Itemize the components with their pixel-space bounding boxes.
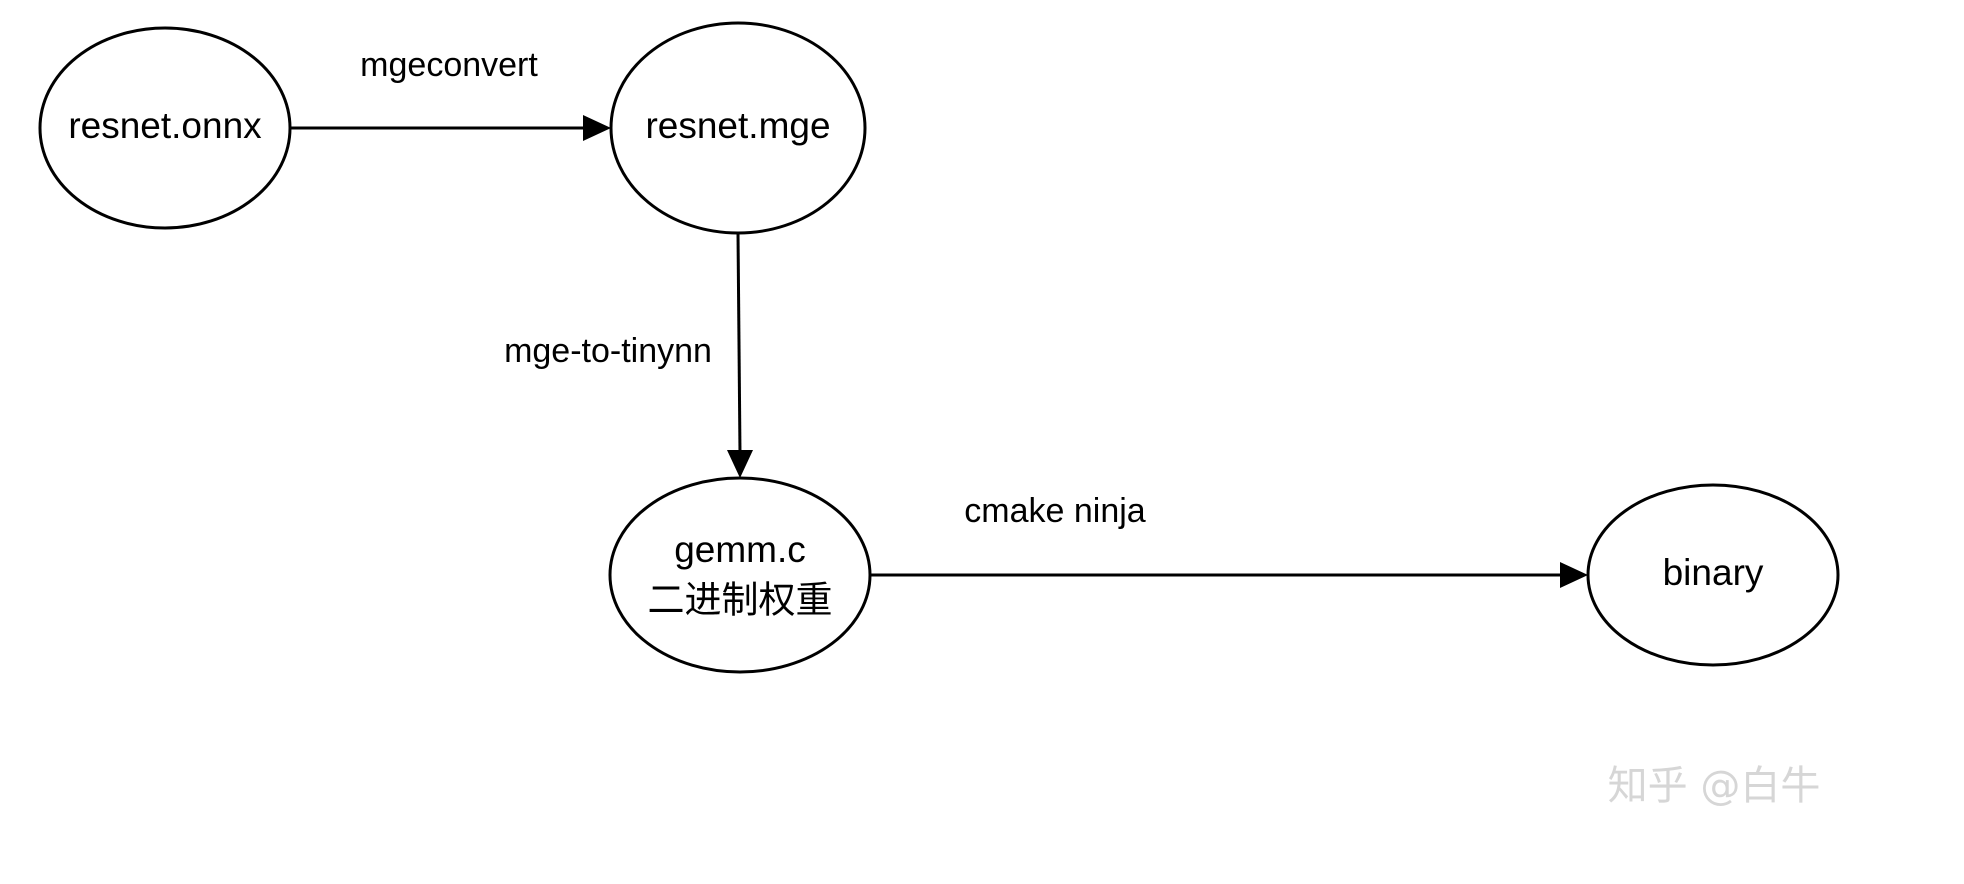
edge-mgeconvert-arrowhead xyxy=(583,115,611,141)
node-resnet-onnx-shape[interactable] xyxy=(38,26,292,230)
edge-mge-to-tinynn-line xyxy=(736,232,742,455)
edge-label-cmake-ninja: cmake ninja xyxy=(964,492,1146,530)
node-binary-shape[interactable] xyxy=(1586,483,1840,667)
edge-cmake-ninja: cmake ninja xyxy=(870,492,1588,588)
edge-cmake-ninja-arrowhead xyxy=(1560,562,1588,588)
node-gemm-c-shape[interactable] xyxy=(608,476,872,674)
node-label-binary: binary xyxy=(1663,552,1764,593)
watermark-zhihu: 知乎 @白牛 xyxy=(1608,763,1821,809)
edge-mge-to-tinynn: mge-to-tinynn xyxy=(504,232,753,478)
node-label-gemm-c: gemm.c xyxy=(674,529,806,570)
edge-mge-to-tinynn-arrowhead xyxy=(727,450,753,478)
edge-label-mgeconvert: mgeconvert xyxy=(360,46,538,84)
edge-mgeconvert: mgeconvert xyxy=(290,46,611,141)
node-label-resnet-mge: resnet.mge xyxy=(645,105,830,146)
node-gemm-c[interactable]: gemm.c 二进制权重 xyxy=(608,476,872,674)
node-label-gemm-c-secondary: 二进制权重 xyxy=(648,579,833,622)
node-resnet-mge-shape[interactable] xyxy=(609,21,867,235)
edge-label-mge-to-tinynn: mge-to-tinynn xyxy=(504,332,712,370)
node-resnet-onnx[interactable]: resnet.onnx xyxy=(38,26,292,230)
node-label-resnet-onnx: resnet.onnx xyxy=(68,105,262,146)
node-binary[interactable]: binary xyxy=(1586,483,1840,667)
node-resnet-mge[interactable]: resnet.mge xyxy=(609,21,867,235)
